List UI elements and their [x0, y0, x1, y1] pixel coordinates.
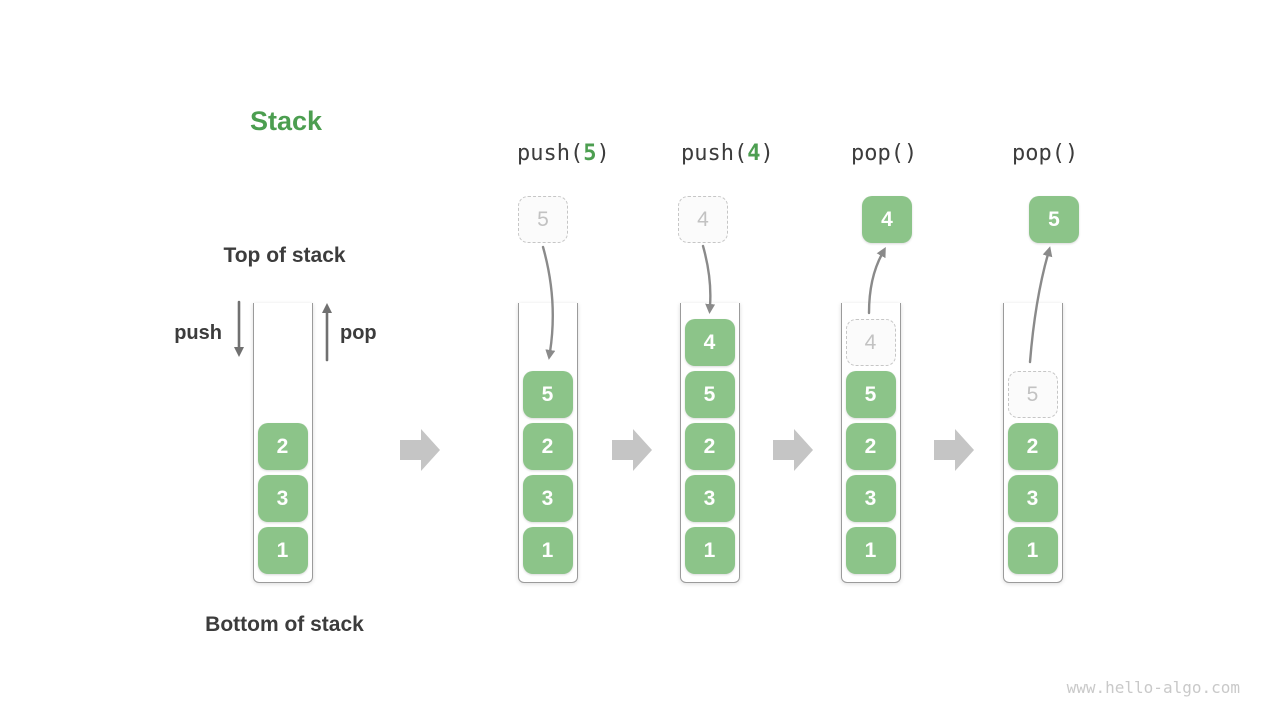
stack-item: 2 [1007, 423, 1058, 470]
stack-container-after-pop-4: 4 5 2 3 1 [841, 303, 901, 583]
pop-label: pop [340, 322, 377, 344]
stack-item: 2 [845, 423, 896, 470]
stack-item: 2 [522, 423, 573, 470]
operation-close: ) [760, 141, 774, 166]
step-arrow-icon [612, 429, 652, 471]
operation-arg: 4 [747, 141, 761, 166]
stack-container-initial: 2 3 1 [253, 303, 313, 583]
stack-item: 2 [684, 423, 735, 470]
operation-arg: 5 [583, 141, 597, 166]
stack-container-after-push-4: 4 5 2 3 1 [680, 303, 740, 583]
push-label: push [174, 322, 222, 344]
stack-item: 3 [845, 475, 896, 522]
top-of-stack-label: Top of stack [223, 244, 346, 267]
step-arrow-icon [934, 429, 974, 471]
stack-item: 1 [257, 527, 308, 574]
stack-item: 3 [257, 475, 308, 522]
operation-header-pop-5: pop() [1012, 141, 1078, 166]
operation-fn: pop( [1012, 141, 1065, 166]
operation-fn: push( [681, 141, 748, 166]
operation-header-push-5: push(5) [517, 141, 610, 166]
stack-item: 3 [684, 475, 735, 522]
stack-item: 1 [1007, 527, 1058, 574]
operation-header-pop-4: pop() [851, 141, 917, 166]
stack-container-after-push-5: 5 2 3 1 [518, 303, 578, 583]
floating-popped-item: 4 [862, 196, 912, 243]
stack-item: 1 [845, 527, 896, 574]
operation-close: ) [1064, 141, 1079, 166]
floating-ghost-item: 5 [518, 196, 568, 243]
operation-header-push-4: push(4) [681, 141, 774, 166]
operation-fn: pop( [851, 141, 904, 166]
operation-close: ) [596, 141, 610, 166]
stack-container-after-pop-5: 5 2 3 1 [1003, 303, 1063, 583]
operation-close: ) [903, 141, 918, 166]
stack-item: 5 [522, 371, 573, 418]
stack-item: 1 [522, 527, 573, 574]
stack-item: 3 [1007, 475, 1058, 522]
stack-item: 3 [522, 475, 573, 522]
stack-item: 5 [845, 371, 896, 418]
bottom-of-stack-label: Bottom of stack [205, 613, 364, 636]
step-arrow-icon [773, 429, 813, 471]
ghost-item: 4 [845, 319, 896, 366]
stack-item: 1 [684, 527, 735, 574]
stack-item: 5 [684, 371, 735, 418]
ghost-item: 5 [1007, 371, 1058, 418]
watermark: www.hello-algo.com [1066, 678, 1240, 697]
floating-ghost-item: 4 [678, 196, 728, 243]
push-4-curved-arrow-icon [701, 244, 716, 314]
floating-popped-item: 5 [1029, 196, 1079, 243]
stack-item: 4 [684, 319, 735, 366]
diagram-title: Stack [250, 106, 323, 136]
step-arrow-icon [400, 429, 440, 471]
operation-fn: push( [517, 141, 584, 166]
stack-item: 2 [257, 423, 308, 470]
